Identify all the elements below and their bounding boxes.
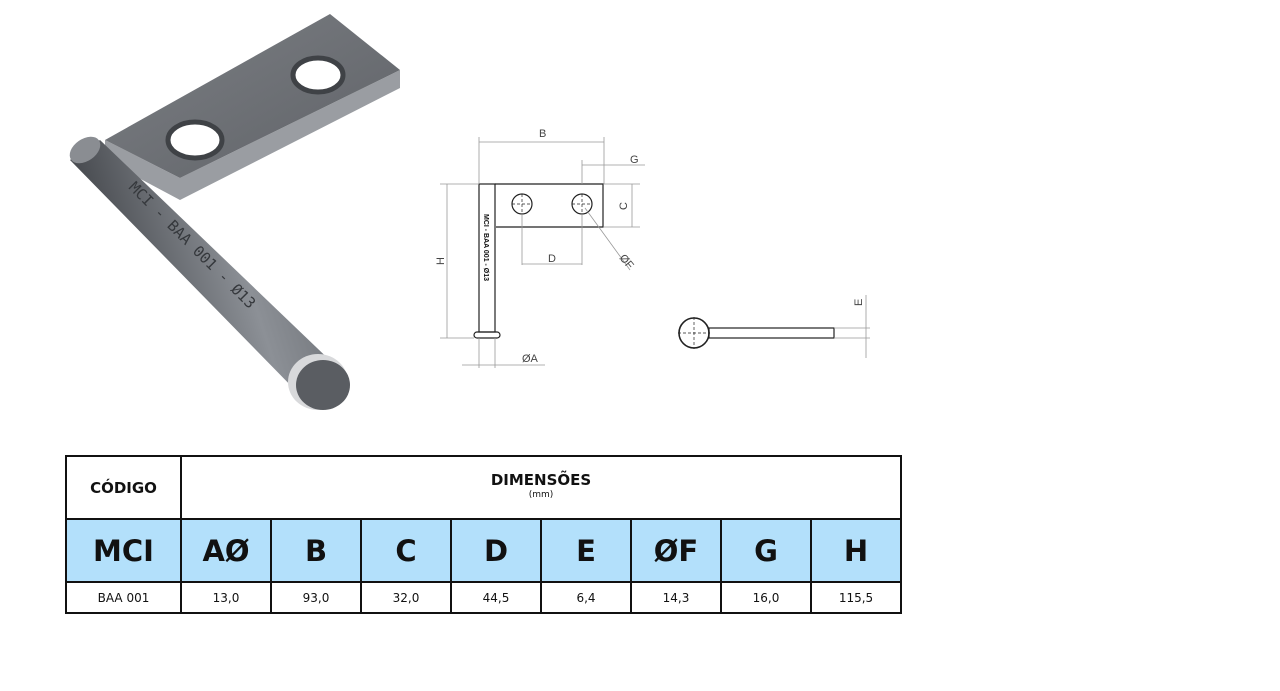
dim-label-g: G [630,154,639,166]
dimensions-table: CÓDIGO DIMENSÕES(mm) MCI AØ B C D E ØF G… [65,455,902,614]
dimensions-unit: (mm) [528,489,554,500]
col-header-d: D [450,518,542,583]
plate-hole [165,119,225,161]
technical-drawing: B G C H D ØF ØA E MCI - BAA 001 - Ø13 [435,128,870,368]
value-b: 93,0 [270,581,362,614]
col-header-a: AØ [180,518,272,583]
plate-hole [290,55,346,95]
value-f: 14,3 [630,581,722,614]
drawing-engraving: MCI - BAA 001 - Ø13 [482,214,489,281]
table-row: BAA 001 13,0 93,0 32,0 44,5 6,4 14,3 16,… [65,581,902,614]
col-header-f: ØF [630,518,722,583]
code-cell: BAA 001 [65,581,182,614]
value-c: 32,0 [360,581,452,614]
pin-body [70,140,340,395]
engraving-text: MCI - BAA 001 - Ø13 [125,178,259,312]
pin-top [69,136,101,164]
value-d: 44,5 [450,581,542,614]
col-header-b: B [270,518,362,583]
code-prefix: MCI [65,518,182,583]
value-h: 115,5 [810,581,902,614]
3d-render: MCI - BAA 001 - Ø13 [69,14,400,410]
col-header-e: E [540,518,632,583]
pin-head [296,360,350,410]
value-a: 13,0 [180,581,272,614]
col-header-g: G [720,518,812,583]
col-header-c: C [360,518,452,583]
dim-label-b: B [539,128,546,140]
dim-label-h: H [435,257,447,265]
code-header: CÓDIGO [65,455,182,520]
dimensions-header: DIMENSÕES(mm) [180,455,902,520]
value-e: 6,4 [540,581,632,614]
value-g: 16,0 [720,581,812,614]
dim-label-d: D [548,253,556,265]
dim-label-e: E [853,299,865,306]
dimensions-title: DIMENSÕES [490,470,592,489]
dim-label-c: C [618,202,630,210]
col-header-h: H [810,518,902,583]
dim-label-a: ØA [522,353,539,365]
